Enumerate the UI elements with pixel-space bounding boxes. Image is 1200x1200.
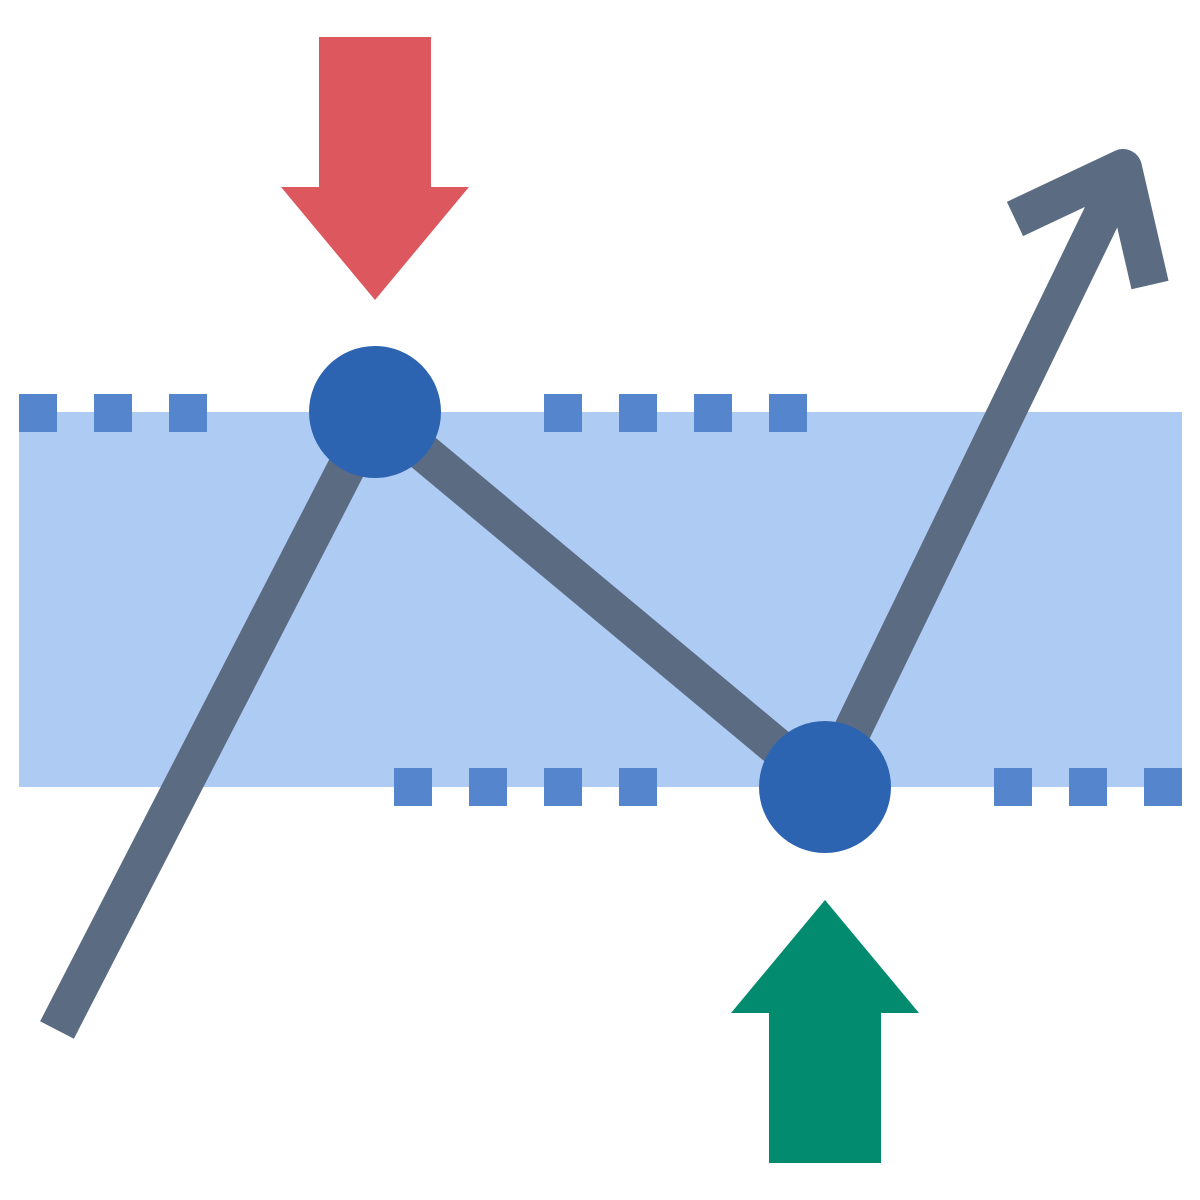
support-dot xyxy=(1144,768,1182,806)
resistance-dot xyxy=(169,394,207,432)
resistance-dot xyxy=(769,394,807,432)
resistance-dot xyxy=(694,394,732,432)
buy-arrow-icon xyxy=(731,900,919,1163)
peak-point xyxy=(309,346,441,478)
resistance-dotted-line xyxy=(19,394,807,432)
resistance-dot xyxy=(94,394,132,432)
sell-arrow-icon xyxy=(281,37,469,300)
support-dot xyxy=(994,768,1032,806)
support-dot xyxy=(469,768,507,806)
support-dot xyxy=(1069,768,1107,806)
trough-point xyxy=(759,721,891,853)
price-line xyxy=(40,163,1141,1039)
trend-arrowhead xyxy=(1006,149,1169,290)
support-dot xyxy=(544,768,582,806)
resistance-dot xyxy=(544,394,582,432)
support-dot xyxy=(394,768,432,806)
resistance-dot xyxy=(619,394,657,432)
resistance-dot xyxy=(19,394,57,432)
support-dot xyxy=(619,768,657,806)
support-dotted-line xyxy=(394,768,1182,806)
